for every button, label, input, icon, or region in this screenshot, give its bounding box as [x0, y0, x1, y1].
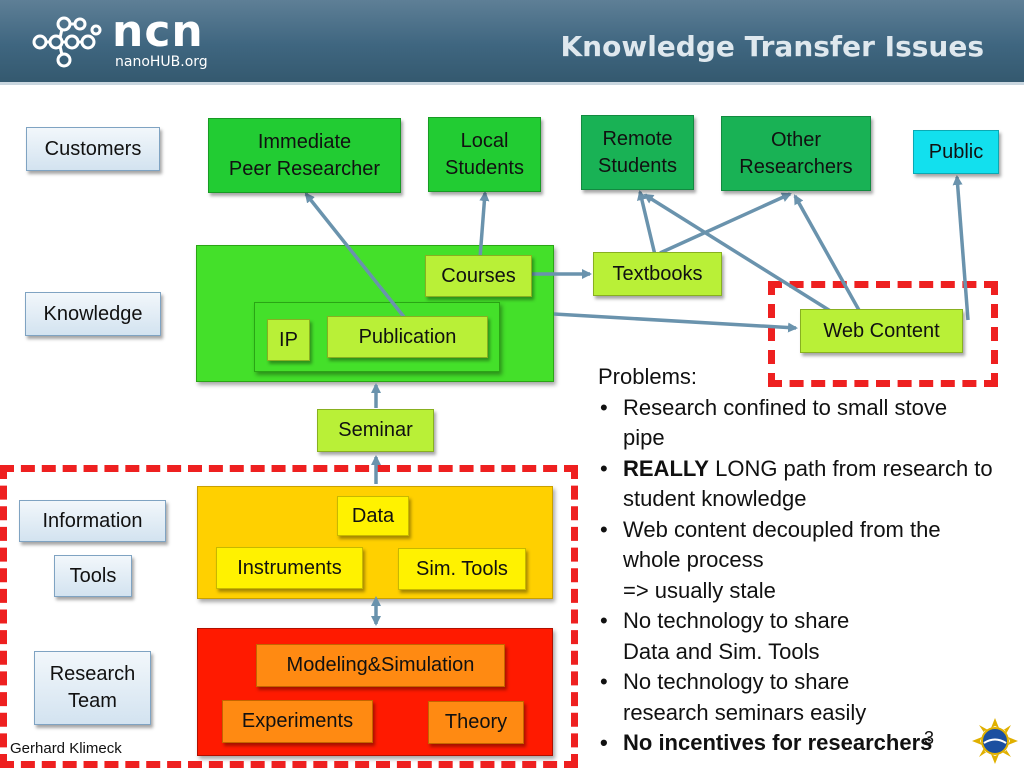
row-label-customers: Customers [26, 127, 160, 171]
arrow-textbooks-to-other [659, 192, 792, 255]
problem-text: Web content decoupled from the whole pro… [623, 516, 941, 573]
nsf-seal-icon [972, 718, 1018, 764]
arrow-webcontent-to-other [793, 194, 862, 313]
theory-box: Theory [428, 701, 524, 744]
arrow-courses-to-local [478, 191, 490, 259]
modeling-simulation-box: Modeling&Simulation [256, 644, 505, 687]
customer-immediate-peer-researcher: Immediate Peer Researcher [208, 118, 401, 193]
problem-item: No technology to share Data and Sim. Too… [598, 606, 998, 667]
data-box: Data [337, 496, 409, 536]
web-content-highlight-frame [768, 281, 998, 387]
brand-logo-text: ncn [112, 6, 204, 57]
arrow-textbooks-to-remote [636, 190, 657, 256]
problem-item: Research confined to small stove pipe [598, 393, 953, 454]
problems-list: Problems: Research confined to small sto… [598, 362, 998, 759]
problem-item: No technology to share research seminars… [598, 667, 923, 728]
arrow-webcontent-to-remote [643, 193, 833, 314]
customer-remote-students: Remote Students [581, 115, 694, 190]
customer-local-students: Local Students [428, 117, 541, 192]
problem-text: LONG path from research to student knowl… [623, 455, 993, 512]
problem-text: Data and Sim. Tools [623, 638, 820, 664]
web-content-box: Web Content [800, 309, 963, 353]
publication-box: Publication [327, 316, 488, 358]
sim-tools-box: Sim. Tools [398, 548, 526, 590]
problem-text: No technology to share [623, 608, 850, 633]
problem-item: Web content decoupled from the whole pro… [598, 515, 998, 607]
problem-item: REALLY LONG path from research to studen… [598, 454, 998, 515]
header-bar [0, 0, 1024, 82]
problem-text: => usually stale [623, 577, 776, 603]
brand-subtitle: nanoHUB.org [115, 54, 208, 70]
arrow-publication-to-immediate [304, 192, 410, 324]
molecule-logo-icon [32, 16, 102, 68]
page-number: 3 [924, 728, 935, 748]
problems-heading: Problems: [598, 364, 698, 389]
row-label-information: Information [19, 500, 166, 542]
seminar-box: Seminar [317, 409, 434, 452]
customer-other-researchers: Other Researchers [721, 116, 871, 191]
problem-item: No incentives for researchers [598, 728, 998, 759]
arrow-webcontent-to-public [952, 175, 970, 321]
arrow-knowledge-to-webcontent [553, 312, 798, 333]
courses-box: Courses [425, 255, 532, 297]
header-divider [0, 82, 1024, 85]
textbooks-box: Textbooks [593, 252, 722, 296]
row-label-research-team: Research Team [34, 651, 151, 725]
customer-public: Public [913, 130, 999, 174]
row-label-knowledge: Knowledge [25, 292, 161, 336]
research-highlight-frame [0, 465, 578, 768]
row-label-tools: Tools [54, 555, 132, 597]
instruments-box: Instruments [216, 547, 363, 589]
problem-emphasis: REALLY [623, 455, 709, 481]
ip-box: IP [267, 319, 310, 361]
slide-title: Knowledge Transfer Issues [560, 30, 984, 63]
experiments-box: Experiments [222, 700, 373, 743]
author-footer: Gerhard Klimeck [10, 740, 122, 757]
